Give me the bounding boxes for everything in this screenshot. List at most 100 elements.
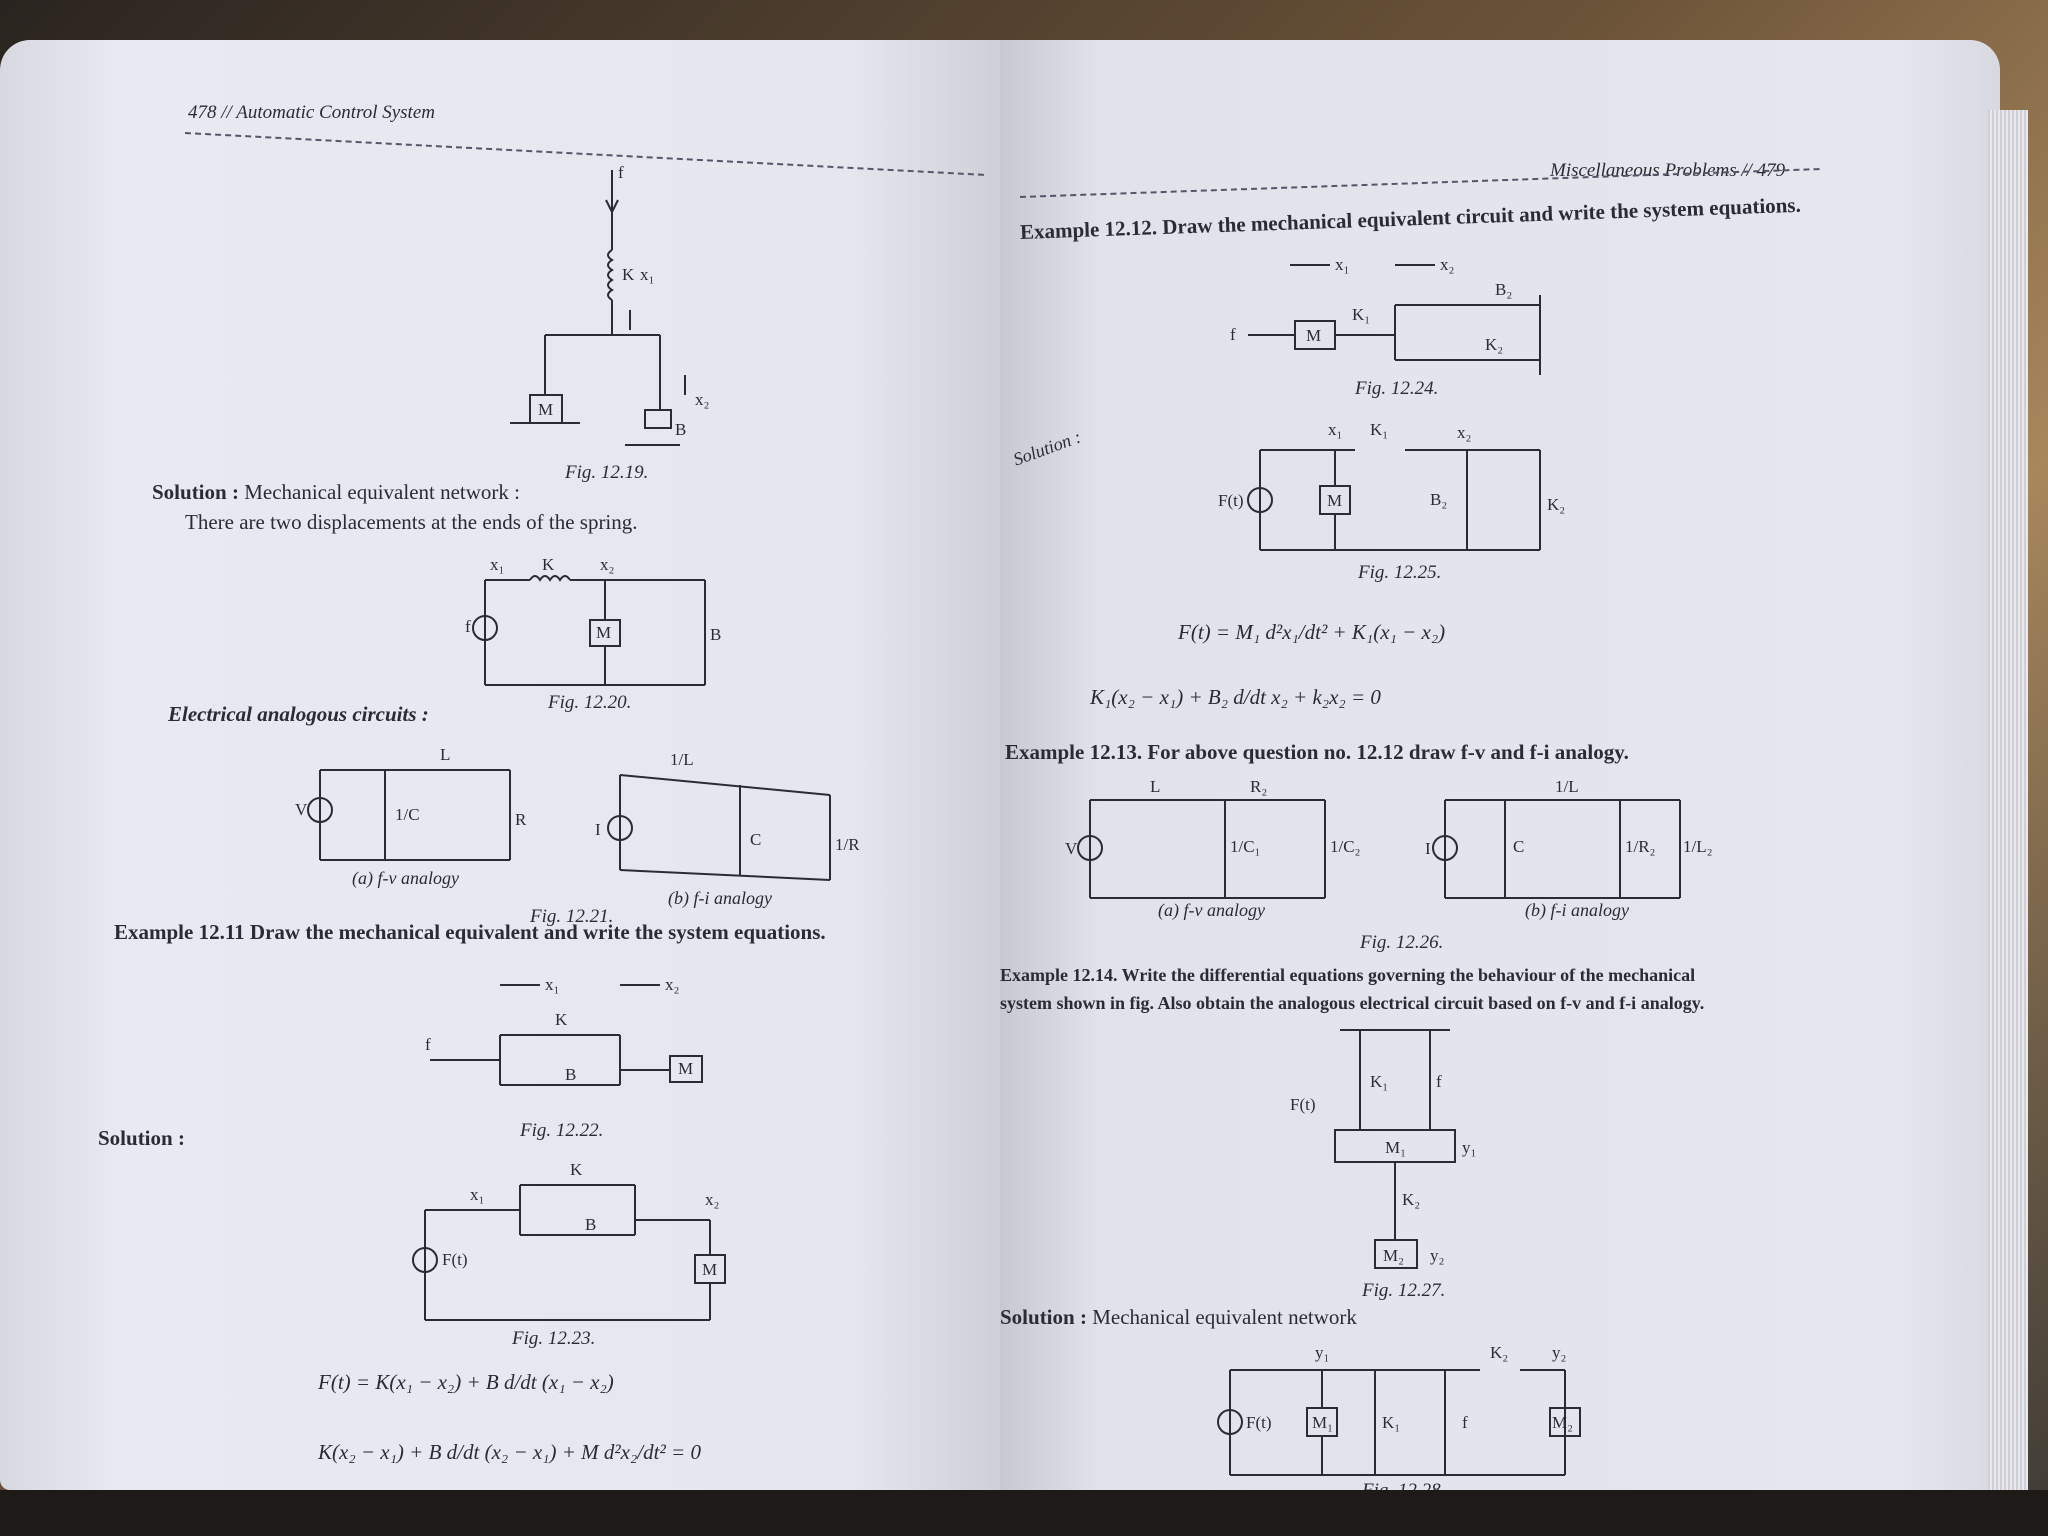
fig-label: f — [425, 1035, 431, 1054]
fig-label: y₂ — [1430, 1246, 1444, 1265]
fig-label: B — [675, 420, 686, 439]
fig-label: M₂ — [1552, 1413, 1573, 1432]
fig-label: M — [678, 1059, 693, 1078]
fig-label: B — [565, 1065, 576, 1084]
fig-label: F(t) — [1218, 491, 1244, 510]
fig-label: x₂ — [665, 975, 679, 994]
fig-label: K — [622, 265, 635, 284]
fig-label: B — [710, 625, 721, 644]
fig-label: B — [585, 1215, 596, 1234]
solution-label: Solution : — [1000, 1305, 1087, 1329]
fig-label: M — [538, 400, 553, 419]
fig-label: 1/C₂ — [1330, 837, 1361, 856]
figure-12-26: L R₂ V 1/C₁ 1/C₂ 1/L I C 1/R₂ 1/L₂ — [1065, 777, 1713, 899]
solution-text: Mechanical equivalent network — [1092, 1305, 1357, 1329]
fig-label: y₂ — [1552, 1343, 1566, 1362]
fig-label: B₂ — [1430, 490, 1447, 509]
fig-label: 1/C₁ — [1230, 837, 1261, 856]
fig-label: M₂ — [1383, 1246, 1404, 1265]
fig-label: V — [1065, 839, 1078, 858]
fig-label: L — [1150, 777, 1160, 796]
fig-label: L — [440, 745, 450, 764]
fig-label: K₂ — [1547, 495, 1565, 514]
figure-12-21: L V 1/C R 1/L I C 1/R — [295, 745, 860, 881]
fig-label: K₁ — [1370, 1072, 1388, 1091]
fig-label: K₂ — [1485, 335, 1503, 354]
figure-caption: Fig. 12.21. — [530, 906, 614, 927]
equation: K₁(x₂ − x₁) + B₂ d/dt x₂ + k₂x₂ = 0 — [1090, 685, 1381, 709]
fig-label: M — [596, 623, 611, 642]
fig-label: 1/L₂ — [1683, 837, 1713, 856]
page-edges — [1988, 110, 2028, 1510]
fig-label: R₂ — [1250, 777, 1267, 796]
figure-caption: Fig. 12.23. — [512, 1328, 596, 1349]
fig-label: F(t) — [442, 1250, 468, 1269]
fig-label: x₁ — [545, 975, 559, 994]
fig-label: y₁ — [1462, 1138, 1476, 1157]
figure-caption: Fig. 12.20. — [548, 692, 632, 713]
fig-label: x₂ — [705, 1190, 719, 1209]
fig-label: M₁ — [1312, 1413, 1333, 1432]
fig-label: F(t) — [1246, 1413, 1272, 1432]
solution-label: Solution : — [152, 480, 239, 504]
fig-label: f — [618, 163, 624, 182]
figure-12-23: K x₁ x₂ B F(t) M — [412, 1160, 726, 1321]
equation: F(t) = K(x₁ − x₂) + B d/dt (x₁ − x₂) — [318, 1370, 614, 1394]
left-page: 478 // Automatic Control System f x₁ K M… — [0, 40, 1000, 1490]
figure-caption: Fig. 12.24. — [1355, 378, 1439, 399]
example-text: system shown in fig. Also obtain the ana… — [1000, 993, 1705, 1013]
section-heading: Electrical analogous circuits : — [168, 702, 429, 726]
fig-label: K₂ — [1490, 1343, 1508, 1362]
fig-label: F(t) — [1290, 1095, 1316, 1114]
fig-label: 1/L — [1555, 777, 1579, 796]
solution-text: Mechanical equivalent network : — [244, 480, 521, 504]
fig-label: C — [750, 830, 761, 849]
fig-label: M₁ — [1385, 1138, 1406, 1157]
fig-label: f — [1462, 1413, 1468, 1432]
figure-12-19: f x₁ K M x₂ B — [510, 163, 709, 446]
fig-label: x₂ — [1440, 255, 1454, 274]
fig-label: 1/R₂ — [1625, 837, 1656, 856]
fig-label: K — [555, 1010, 568, 1029]
background-shadow — [0, 1490, 2048, 1536]
fig-label: 1/L — [670, 750, 694, 769]
example-heading: Example 12.13. For above question no. 12… — [1005, 740, 1629, 764]
fig-label: x₁ — [640, 265, 654, 284]
subfigure-caption: (b) f-i analogy — [1525, 900, 1629, 920]
fig-label: I — [1425, 839, 1431, 858]
figure-caption: Fig. 12.26. — [1360, 932, 1444, 953]
paragraph: There are two displacements at the ends … — [185, 510, 638, 534]
figure-12-27: K₁ f F(t) M₁ y₁ K₂ M₂ y₂ — [1290, 1029, 1476, 1269]
figure-12-24: x₁ x₂ f M K₁ B₂ K₂ — [1230, 255, 1541, 375]
fig-label: f — [1230, 325, 1236, 344]
fig-label: M — [702, 1260, 717, 1279]
figure-caption: Fig. 12.25. — [1358, 562, 1442, 583]
fig-label: x₁ — [490, 555, 504, 574]
right-page: Miscellaneous Problems // 479 Example 12… — [1000, 40, 2000, 1490]
solution-label: Solution : — [98, 1126, 185, 1150]
fig-label: 1/R — [835, 835, 860, 854]
fig-label: K₁ — [1382, 1413, 1400, 1432]
fig-label: I — [595, 820, 601, 839]
fig-label: B₂ — [1495, 280, 1512, 299]
subfigure-caption: (a) f-v analogy — [352, 868, 459, 888]
example-heading: Example 12.11 Draw the mechanical equiva… — [114, 920, 826, 944]
fig-label: V — [295, 800, 308, 819]
figure-12-25: x₁ K₁ x₂ F(t) M B₂ K₂ — [1218, 420, 1565, 551]
page-header: Miscellaneous Problems // 479 — [1550, 160, 1786, 181]
subfigure-caption: (a) f-v analogy — [1158, 900, 1265, 920]
fig-label: x₂ — [600, 555, 614, 574]
page-header: 478 // Automatic Control System — [188, 102, 435, 123]
subfigure-caption: (b) f-i analogy — [668, 888, 772, 908]
fig-label: y₁ — [1315, 1343, 1329, 1362]
figure-12-20: x₁ K x₂ f M B — [465, 555, 721, 686]
fig-label: K — [542, 555, 555, 574]
fig-label: x₂ — [695, 390, 709, 409]
header-rule — [1019, 168, 1820, 198]
solution-label: Solution : — [1010, 426, 1084, 470]
figure-caption: Fig. 12.19. — [565, 462, 649, 483]
fig-label: K₁ — [1370, 420, 1388, 439]
fig-label: x₁ — [1328, 420, 1342, 439]
fig-label: C — [1513, 837, 1524, 856]
equation: K(x₂ − x₁) + B d/dt (x₂ − x₁) + M d²x₂/d… — [318, 1440, 701, 1464]
